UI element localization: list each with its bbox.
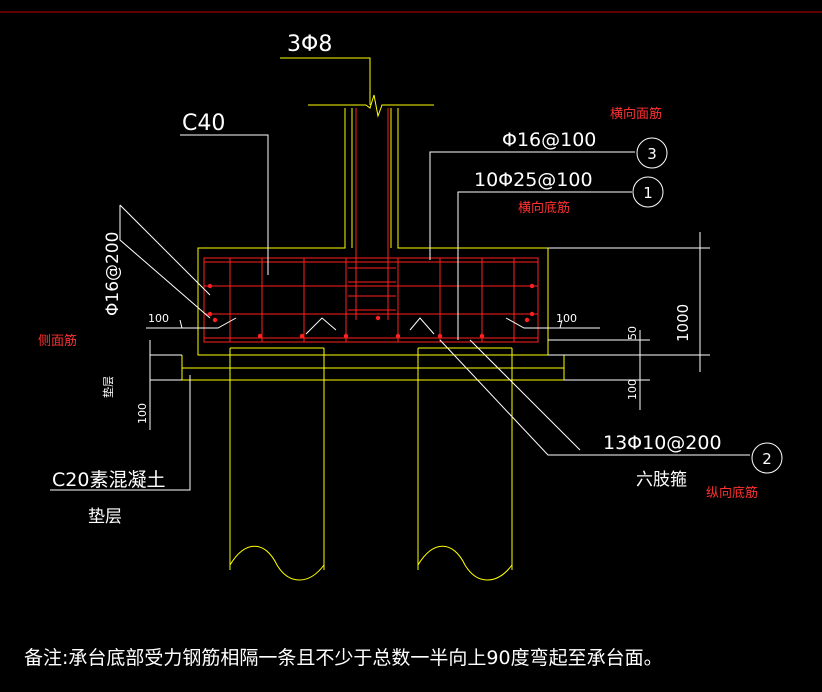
- annotation-side: 侧面筋: [38, 333, 77, 349]
- label-cushion-concrete: C20素混凝土: [52, 469, 165, 491]
- marker-3: 3: [636, 137, 668, 169]
- label-side-rebar: Φ16@200: [103, 232, 123, 316]
- label-top-rebar: Φ16@100: [502, 129, 596, 151]
- svg-text:3: 3: [647, 145, 657, 163]
- annotation-longitudinal-bottom: 纵向底筋: [706, 485, 758, 501]
- pile-cap-outline: [181, 94, 565, 381]
- rebar-cage: [203, 108, 539, 343]
- dim-50: 50: [626, 326, 639, 340]
- dim-cover-left: 100: [148, 312, 169, 325]
- marker-2: 2: [751, 442, 783, 474]
- svg-text:1: 1: [643, 184, 653, 202]
- label-sub-cushion: 垫层: [101, 376, 115, 398]
- dim-100-left: 100: [136, 403, 149, 424]
- label-cushion-layer: 垫层: [88, 507, 122, 527]
- marker-1: 1: [632, 176, 664, 208]
- dim-cover-right: 100: [556, 312, 577, 325]
- leader-lines: [50, 57, 750, 491]
- pile-right: [417, 347, 513, 581]
- label-bottom-rebar: 10Φ25@100: [474, 169, 593, 191]
- label-concrete-grade: C40: [182, 111, 225, 136]
- label-stirrup-type: 六肢箍: [636, 470, 687, 490]
- dim-height: 1000: [674, 304, 692, 342]
- label-column-rebar: 3Φ8: [287, 32, 332, 57]
- svg-text:2: 2: [762, 450, 772, 468]
- dim-100-right: 100: [626, 379, 639, 400]
- dimension-lines: [146, 232, 710, 430]
- label-stirrup: 13Φ10@200: [603, 432, 722, 454]
- note-text: 备注:承台底部受力钢筋相隔一条且不少于总数一半向上90度弯起至承台面。: [24, 647, 663, 669]
- annotation-transverse-bottom: 横向底筋: [518, 200, 570, 216]
- annotation-transverse-top: 横向面筋: [610, 106, 662, 122]
- pile-left: [229, 347, 325, 581]
